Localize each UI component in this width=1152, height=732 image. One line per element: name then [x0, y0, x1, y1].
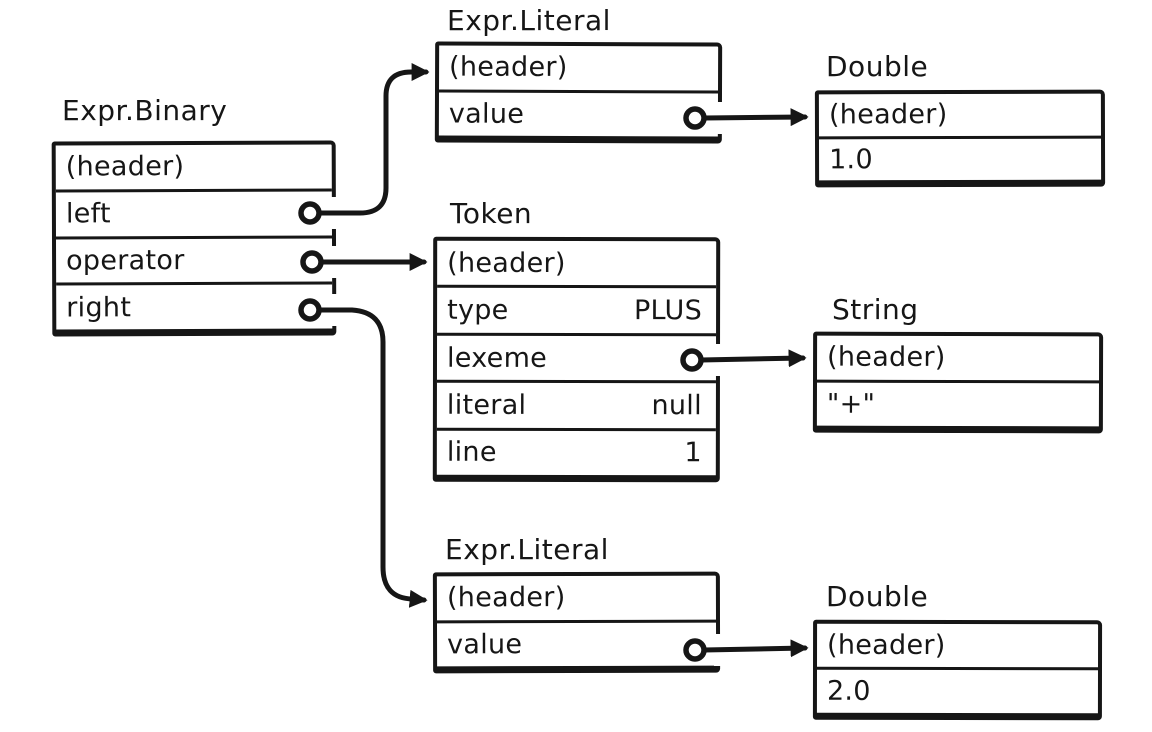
box-title-string: String	[832, 293, 919, 326]
field-label: line	[446, 437, 497, 469]
field-row-line: line 1	[436, 427, 716, 476]
object-box-double-bottom: (header) 2.0	[812, 619, 1103, 721]
field-row-header: (header)	[56, 145, 332, 190]
field-row-right: right	[56, 281, 333, 330]
object-box-double-top: (header) 1.0	[814, 89, 1106, 188]
field-label: lexeme	[446, 342, 548, 374]
object-box-expr-literal-bottom: (header) value	[432, 571, 721, 674]
box-title-double-bottom: Double	[826, 580, 929, 613]
field-label: (header)	[447, 247, 566, 279]
box-title-token: Token	[450, 197, 533, 230]
field-row-header: (header)	[819, 94, 1101, 136]
field-row-literal: literal null	[436, 379, 716, 428]
field-row-left: left	[55, 188, 332, 236]
field-label: (header)	[446, 582, 566, 614]
field-value: null	[651, 390, 702, 422]
field-row-value: value	[436, 619, 717, 667]
field-row-value: value	[438, 89, 719, 137]
arrow-right-to-expr-literal-bottom	[316, 307, 428, 608]
field-row-header: (header)	[439, 46, 718, 90]
object-box-string: (header) "+"	[812, 331, 1104, 434]
field-row-operator: operator	[55, 235, 333, 283]
box-title-double-top: Double	[826, 50, 929, 83]
field-label: (header)	[828, 99, 948, 131]
field-label: literal	[446, 389, 527, 421]
value-text: 2.0	[826, 675, 871, 707]
field-value: PLUS	[633, 295, 703, 327]
field-label: (header)	[827, 341, 946, 374]
value-cell: "+"	[816, 379, 1100, 427]
field-label: (header)	[449, 51, 568, 84]
field-label: value	[448, 98, 525, 130]
field-value: 1	[684, 437, 702, 469]
field-row-header: (header)	[817, 624, 1098, 667]
value-text: "+"	[826, 388, 876, 420]
field-label: left	[65, 198, 111, 230]
field-row-header: (header)	[437, 241, 716, 286]
field-label: value	[447, 628, 523, 661]
field-label: type	[447, 294, 509, 326]
object-box-token: (header) type PLUS lexeme literal null lin…	[432, 236, 721, 483]
value-cell: 2.0	[816, 666, 1099, 714]
box-title-expr-binary: Expr.Binary	[62, 94, 228, 127]
field-label: (header)	[65, 151, 185, 183]
box-title-expr-literal-bottom: Expr.Literal	[445, 533, 609, 566]
value-text: 1.0	[829, 143, 873, 176]
object-box-expr-literal-top: (header) value	[434, 41, 723, 144]
value-cell: 1.0	[818, 135, 1102, 181]
field-label: (header)	[827, 629, 946, 661]
field-row-lexeme: lexeme	[436, 332, 717, 381]
field-label: right	[66, 291, 132, 324]
object-box-expr-binary: (header) left operator right	[51, 140, 337, 337]
field-row-header: (header)	[817, 336, 1099, 380]
box-title-expr-literal-top: Expr.Literal	[447, 4, 611, 37]
field-row-type: type PLUS	[437, 285, 717, 334]
field-label: operator	[66, 244, 185, 277]
field-row-header: (header)	[437, 576, 716, 620]
